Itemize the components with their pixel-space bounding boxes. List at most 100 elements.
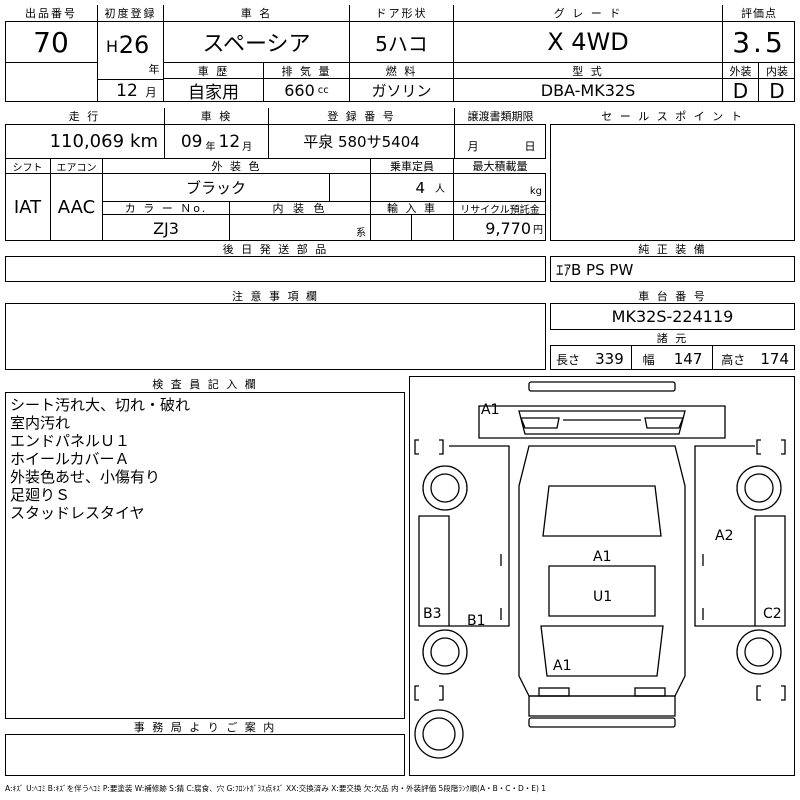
front-left-wheel-shape bbox=[422, 465, 468, 511]
first-registration-label: 初度登録 bbox=[98, 5, 164, 22]
first-registration-month bbox=[98, 79, 164, 102]
office-label: 事 務 局 よ り ご 案 内 bbox=[5, 719, 405, 735]
era: H bbox=[105, 36, 119, 56]
color-number: ZJ3 bbox=[103, 215, 230, 241]
mark-right-front-door: A2 bbox=[715, 528, 733, 544]
grade-label: グ レ ー ド bbox=[454, 5, 723, 22]
inspection-year: 09 bbox=[180, 131, 203, 152]
seats-label: 乗車定員 bbox=[371, 158, 454, 174]
evaluation-score: 3.5 bbox=[732, 25, 786, 59]
bracket-shape bbox=[756, 685, 761, 701]
left-door-shape bbox=[418, 515, 450, 627]
door-type: 5ハコ bbox=[350, 22, 454, 62]
rear-right-wheel-shape bbox=[736, 629, 782, 675]
hood-shape bbox=[478, 405, 726, 439]
inspection-label: 車 検 bbox=[165, 108, 269, 125]
front-window-shape bbox=[542, 485, 662, 537]
mark-roof: U1 bbox=[593, 589, 612, 605]
mark-left-rear: B3 bbox=[423, 606, 442, 622]
bracket-shape bbox=[439, 685, 444, 701]
recycle-fee: 9,770 bbox=[485, 218, 531, 238]
displacement-unit: cc bbox=[317, 85, 329, 96]
bracket-shape bbox=[781, 685, 786, 701]
chassis-label: 車 台 番 号 bbox=[550, 288, 795, 304]
inspector-line: 外装色あせ、小傷有り bbox=[10, 468, 161, 486]
interior-color-label: 内 装 色 bbox=[230, 201, 371, 215]
load-label: 最大積載量 bbox=[454, 158, 546, 174]
front-bumper-shape bbox=[528, 381, 676, 392]
car-diagram-box bbox=[409, 376, 795, 776]
bracket-shape bbox=[414, 439, 419, 455]
bracket-shape bbox=[781, 439, 786, 455]
mark-front-left: A1 bbox=[481, 402, 499, 418]
inspector-line: エンドパネルＵ１ bbox=[10, 432, 131, 450]
inspection-month-unit: 月 bbox=[242, 142, 253, 153]
shift-label: シフト bbox=[5, 158, 51, 174]
car-diagram: A1 A2 A1 U1 B3 B1 C2 A1 bbox=[414, 381, 786, 759]
door-label: ドア形状 bbox=[350, 5, 454, 22]
recycle-label: リサイクル預託金 bbox=[454, 201, 546, 215]
year-unit: 年 bbox=[148, 63, 160, 76]
month-unit: 月 bbox=[145, 86, 157, 99]
recycle-cell: 9,770 円 bbox=[454, 215, 546, 241]
front-right-wheel-shape bbox=[736, 465, 782, 511]
right-headlight-shape bbox=[644, 417, 684, 429]
exterior-color-blank bbox=[330, 174, 371, 201]
length-label: 長さ bbox=[556, 352, 581, 367]
lot-number: 70 bbox=[5, 22, 98, 63]
inspector-line: シート汚れ大、切れ・破れ bbox=[10, 396, 191, 414]
width: 147 bbox=[673, 349, 703, 368]
bracket-shape bbox=[414, 685, 419, 701]
transfer-day: 日 bbox=[524, 140, 536, 153]
bracket-shape bbox=[756, 439, 761, 455]
mileage-cell: 110,069 km bbox=[5, 125, 165, 158]
right-side-shape bbox=[694, 445, 755, 627]
notes-label: 注 意 事 項 欄 bbox=[5, 288, 546, 304]
equipment: ｴｱB PS PW bbox=[556, 261, 634, 279]
exterior-label: 外装 bbox=[723, 62, 759, 79]
rear-right-hub-shape bbox=[744, 637, 774, 667]
exterior-color: ブラック bbox=[103, 174, 330, 201]
fuel-label: 燃 料 bbox=[350, 62, 454, 79]
lot-blank bbox=[5, 62, 98, 102]
spare-wheel-shape bbox=[414, 709, 464, 759]
mileage-unit: km bbox=[130, 131, 158, 152]
inspector-line: スタッドレスタイヤ bbox=[10, 504, 145, 522]
left-side-shape bbox=[449, 445, 510, 627]
exterior-color-label: 外 装 色 bbox=[103, 158, 371, 174]
sales-point-label: セ ー ル ス ポ イ ン ト bbox=[550, 108, 795, 125]
displacement-label: 排 気 量 bbox=[264, 62, 350, 79]
dimensions-row: 長さ 339 幅 147 高さ 174 bbox=[550, 346, 795, 370]
lot-label: 出品番号 bbox=[5, 5, 98, 22]
mark-rear-panel: A1 bbox=[553, 658, 571, 674]
mileage: 110,069 bbox=[49, 131, 125, 152]
length: 339 bbox=[595, 349, 624, 368]
shift: IAT bbox=[5, 174, 51, 241]
mileage-label: 走 行 bbox=[5, 108, 165, 125]
model-code: DBA-MK32S bbox=[454, 79, 723, 102]
left-taillight-shape bbox=[538, 687, 570, 697]
displacement: 660 bbox=[284, 81, 315, 100]
roof-shape bbox=[548, 565, 656, 617]
dim-divider-2 bbox=[712, 346, 713, 370]
rear-panel-shape bbox=[528, 695, 676, 717]
sales-point-box bbox=[550, 108, 795, 241]
exterior-grade: D bbox=[723, 79, 759, 102]
later-parts-label: 後 日 発 送 部 品 bbox=[5, 241, 546, 257]
grade: X 4WD bbox=[454, 22, 723, 62]
import-a bbox=[371, 215, 412, 241]
rear-left-hub-shape bbox=[430, 637, 460, 667]
equipment-label: 純 正 装 備 bbox=[550, 241, 795, 257]
height: 174 bbox=[760, 349, 789, 368]
dimensions-label: 諸 元 bbox=[550, 330, 795, 346]
rear-window-shape bbox=[540, 625, 664, 677]
width-group: 幅 147 bbox=[643, 349, 703, 368]
inspector-notes: シート汚れ大、切れ・破れ 室内汚れ エンドパネルＵ１ ホイールカバーＡ 外装色あ… bbox=[10, 396, 400, 522]
height-group: 高さ 174 bbox=[721, 349, 789, 368]
inspector-line: ホイールカバーＡ bbox=[10, 450, 130, 468]
import-b bbox=[412, 215, 454, 241]
width-label: 幅 bbox=[642, 352, 655, 367]
bracket-shape bbox=[439, 439, 444, 455]
import-label: 輸 入 車 bbox=[371, 201, 454, 215]
height-label: 高さ bbox=[721, 352, 746, 367]
